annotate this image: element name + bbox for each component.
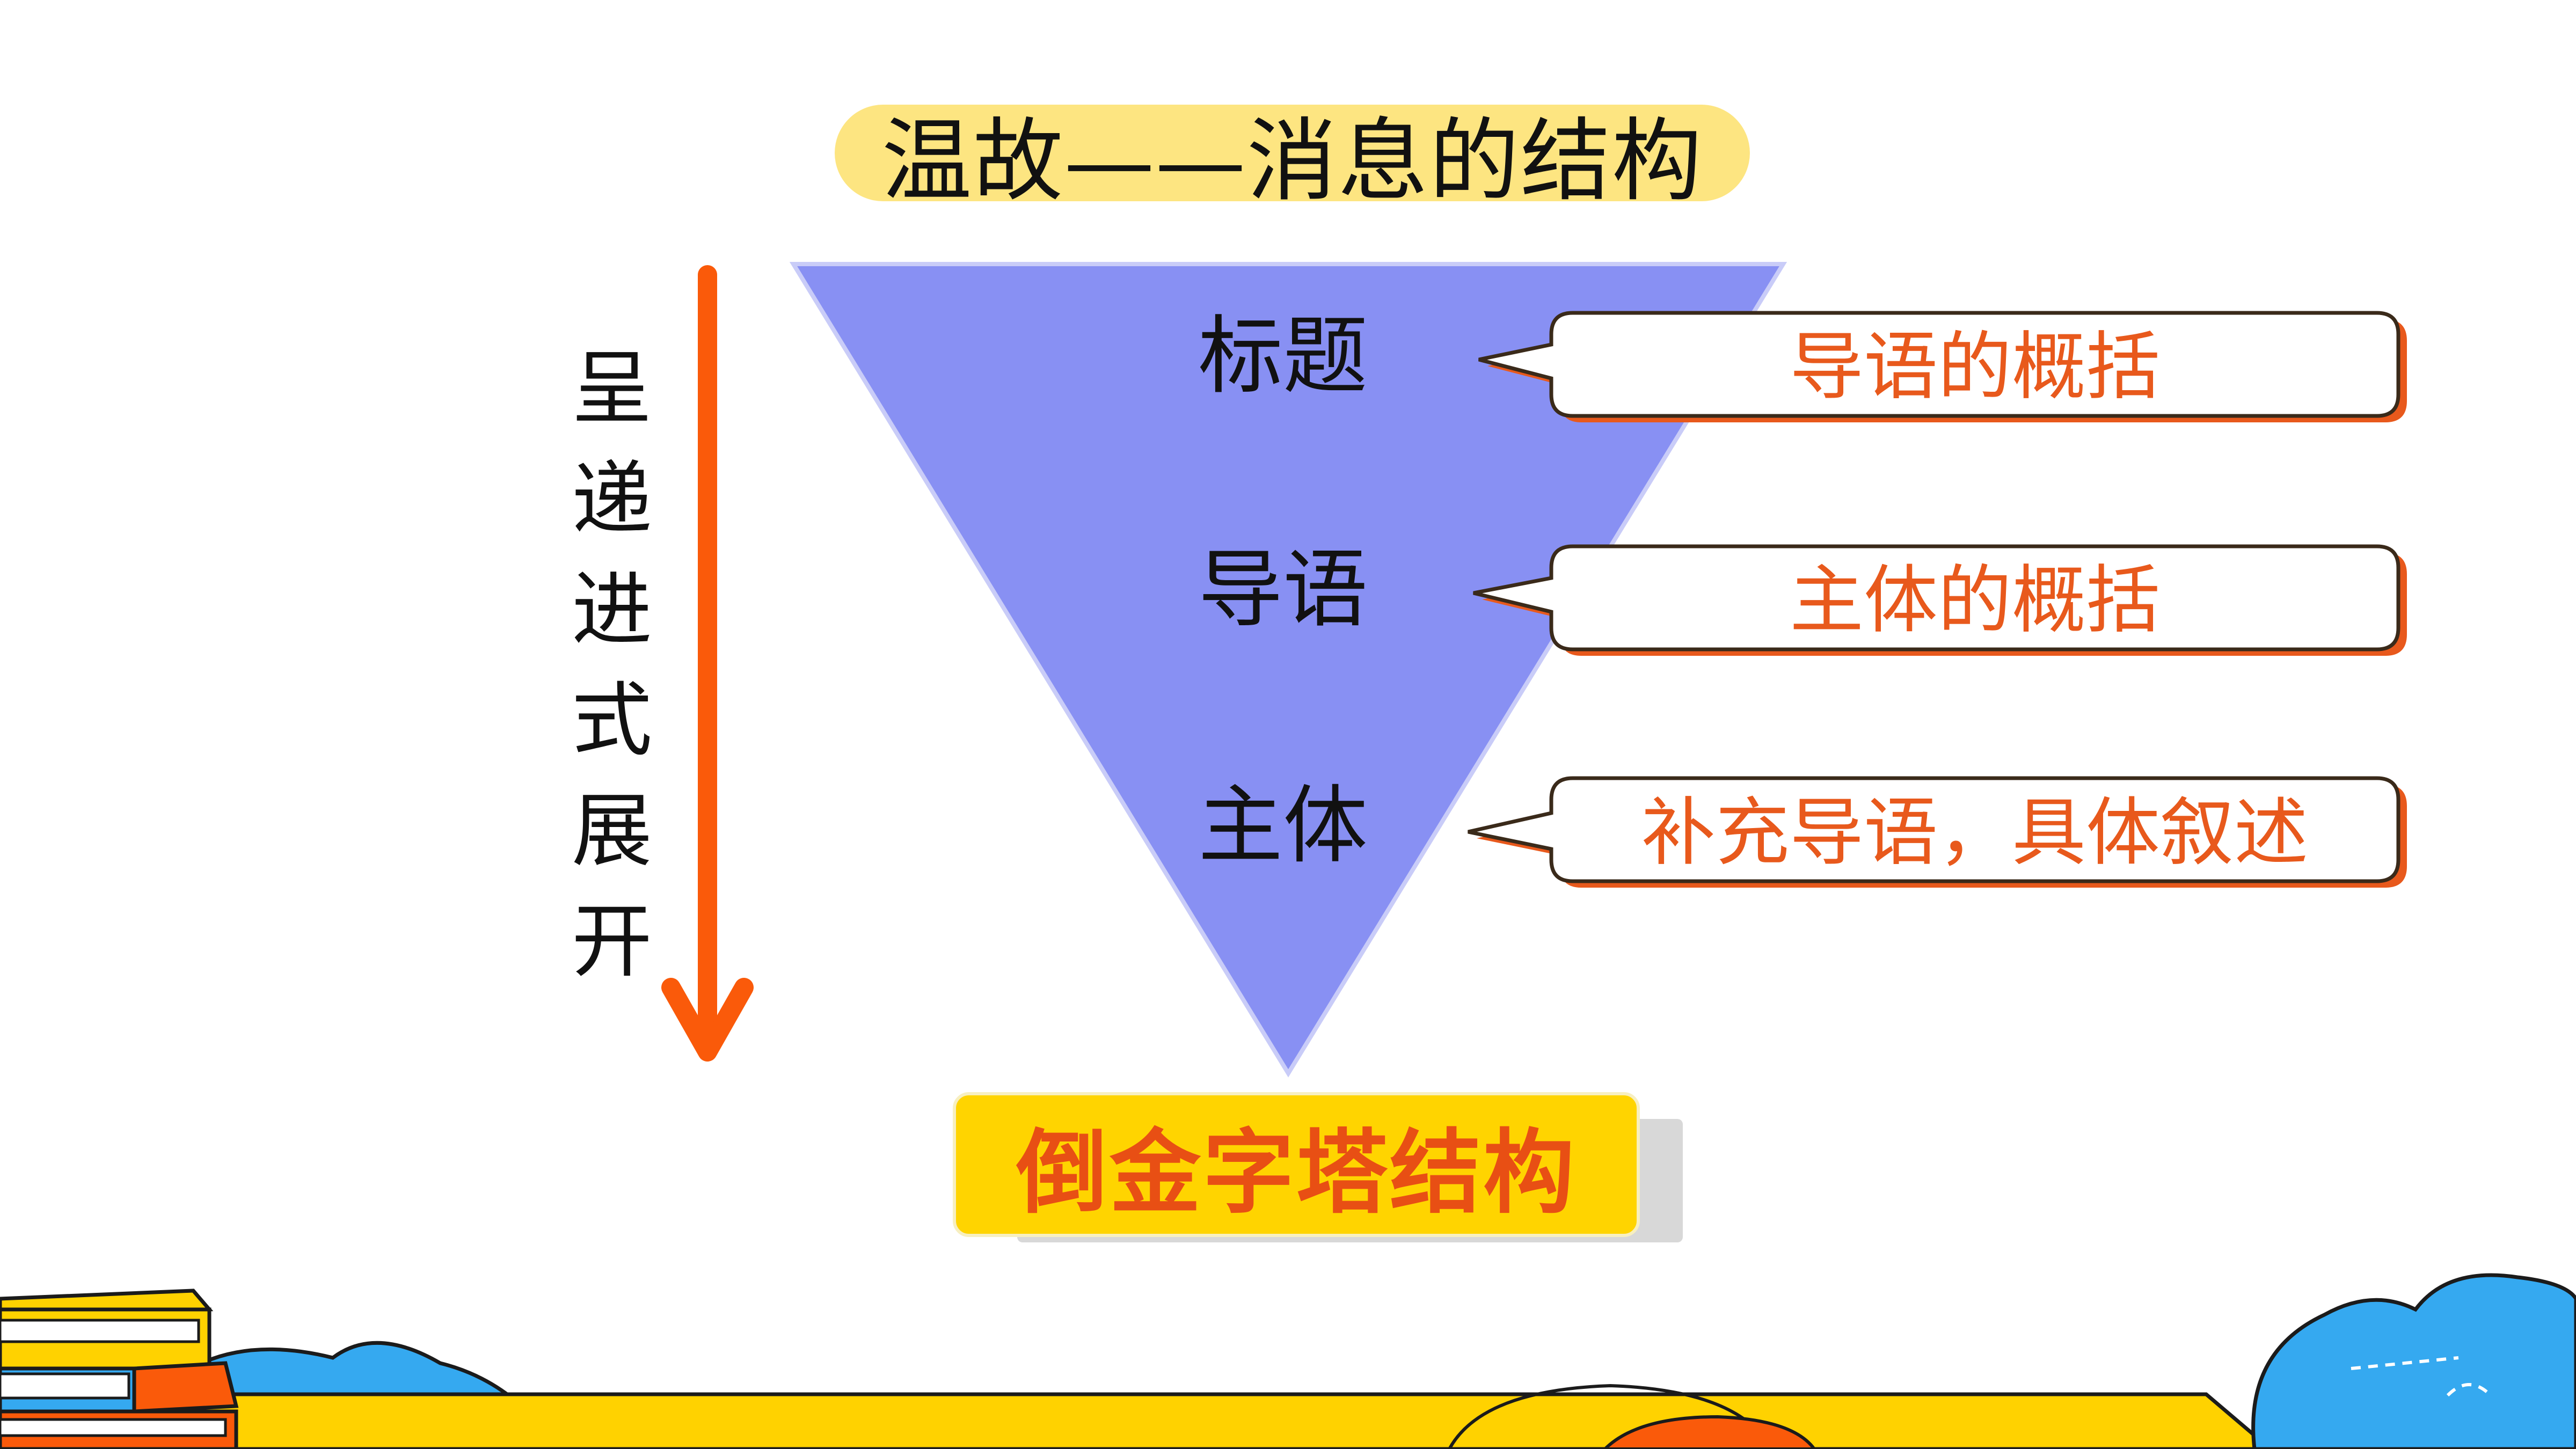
side-label: 呈 递 进 式 展 开	[558, 349, 666, 982]
callout-text-2: 主体的概括	[1789, 557, 2160, 643]
slide-title: 温故——消息的结构	[835, 105, 1750, 214]
books-stack-icon	[0, 1289, 239, 1449]
side-label-char: 呈	[571, 342, 652, 436]
down-arrow-icon	[661, 265, 754, 1062]
callout-bubble-3	[1468, 776, 2407, 888]
pyramid-level-body: 主体	[1198, 777, 1368, 875]
side-label-char: 开	[571, 895, 652, 989]
side-label-char: 进	[571, 564, 652, 657]
callout-bubble-2	[1473, 544, 2407, 656]
pyramid-level-headline: 标题	[1198, 307, 1368, 406]
side-label-char: 式	[571, 674, 652, 767]
callout-text-1: 导语的概括	[1789, 324, 2160, 410]
result-label: 倒金字塔结构	[953, 1092, 1640, 1237]
side-label-char: 递	[571, 453, 652, 546]
side-label-char: 展	[571, 785, 652, 878]
callout-bubble-1	[1478, 311, 2407, 422]
footer-decoration	[0, 1273, 2576, 1449]
callout-text-3: 补充导语，具体叙述	[1641, 789, 2308, 876]
pyramid-level-lead: 导语	[1198, 540, 1368, 639]
inverted-pyramid	[789, 262, 1787, 1078]
